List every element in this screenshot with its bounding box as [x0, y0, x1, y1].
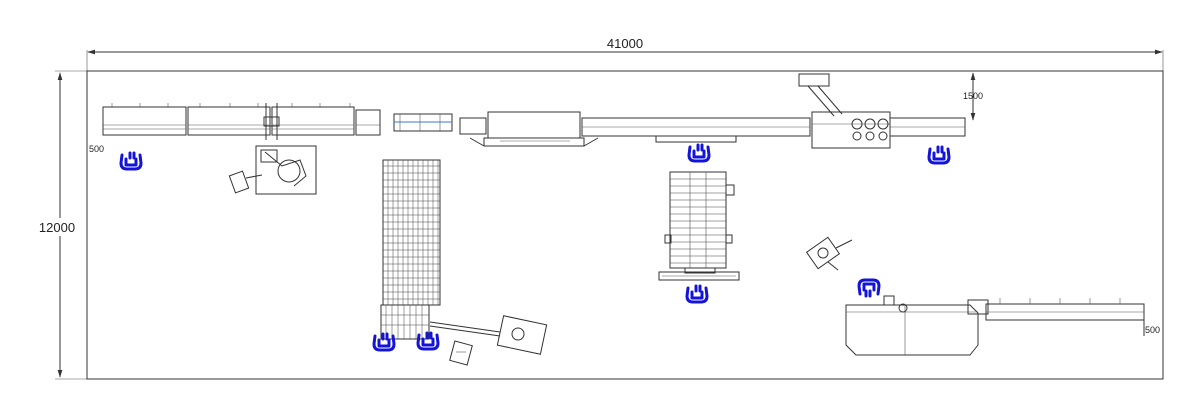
operator-stations — [119, 143, 951, 352]
finishing-machine — [845, 295, 1145, 356]
operator-station-icon — [857, 278, 881, 298]
main-conveyor-line — [102, 73, 966, 149]
operator-station-icon — [927, 145, 951, 165]
offset-1500-dimension: 1500 — [963, 72, 983, 121]
operator-station-icon — [119, 151, 143, 171]
storage-rack-large — [382, 159, 441, 306]
overall-width-dimension: 41000 — [86, 36, 1164, 72]
robot-cell-left — [228, 145, 317, 195]
operator-station-icon — [685, 284, 709, 304]
operator-station-icon — [372, 332, 396, 352]
operator-station-icon — [416, 331, 440, 351]
overall-height-dimension: 12000 — [30, 70, 87, 380]
robot-cell-bottom-left — [380, 304, 548, 366]
robot-arm-right — [805, 236, 853, 271]
offset-1500-label: 1500 — [963, 91, 983, 101]
offset-500-left-label: 500 — [89, 144, 104, 154]
overall-width-label: 41000 — [607, 36, 643, 51]
operator-station-icon — [687, 143, 711, 163]
offset-500-right-label: 500 — [1145, 325, 1160, 335]
overall-height-label: 12000 — [39, 220, 75, 235]
plant-boundary — [86, 70, 1164, 380]
storage-rack-center — [658, 171, 740, 281]
